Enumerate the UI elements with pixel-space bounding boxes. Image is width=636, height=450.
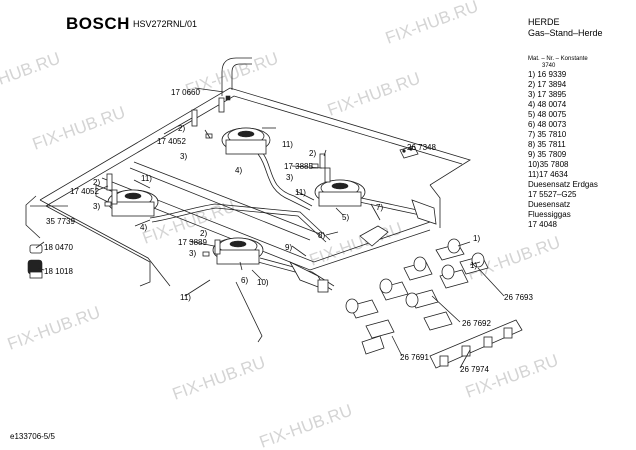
watermark: FIX-HUB.RU — [325, 69, 423, 120]
parts-table-constant: 3740 — [542, 63, 556, 69]
watermark: FIX-HUB.RU — [383, 0, 481, 48]
callout-label: 11) — [180, 293, 191, 302]
leader-lines — [30, 87, 505, 369]
callout-label: 2) — [309, 149, 316, 158]
parts-row: 9) 35 7809 — [528, 150, 567, 159]
callout-label: 26 7348 — [407, 143, 436, 152]
burner-bottom — [212, 237, 264, 265]
parts-row: Duesensatz — [528, 200, 571, 209]
callout-label: 17 4052 — [70, 187, 99, 196]
callout-label: 3) — [286, 173, 293, 182]
parts-row: 11)17 4634 — [528, 170, 568, 179]
callout-label: 2) — [200, 229, 207, 238]
callout-label: 2) — [93, 178, 100, 187]
category-title: HERDE — [528, 17, 560, 27]
callout-label: 17 3889 — [178, 238, 207, 247]
watermark: FIX-HUB.RU — [5, 303, 103, 354]
burner-frame — [39, 57, 471, 343]
callout-label: 11) — [141, 174, 152, 183]
callout-label: 26 7693 — [504, 293, 533, 302]
callout-label: 26 7691 — [400, 353, 429, 362]
parts-row: 17 4048 — [528, 220, 557, 229]
callout-label: 18 1018 — [44, 267, 73, 276]
thermo-sensor — [25, 195, 43, 279]
category-subtitle: Gas–Stand–Herde — [528, 28, 603, 38]
callout-label: 11) — [282, 140, 293, 149]
callout-label: 26 7692 — [462, 319, 491, 328]
brand-logo: BOSCH — [66, 14, 130, 33]
callout-label: 10) — [257, 278, 269, 287]
callout-label: 7) — [376, 203, 383, 212]
callout-label: 3) — [180, 152, 187, 161]
watermark: FIX-HUB.RU — [0, 49, 63, 100]
watermark: FIX-HUB.RU — [257, 401, 355, 450]
parts-row: 6) 48 0073 — [528, 120, 567, 129]
callout-label: 3) — [189, 249, 196, 258]
parts-row: Duesensatz Erdgas — [528, 180, 598, 189]
watermark: FIX-HUB.RU — [463, 351, 561, 402]
watermark: FIX-HUB.RU — [30, 103, 128, 154]
parts-table-header: Mat. – Nr. – Konstante — [528, 56, 588, 62]
watermark: FIX-HUB.RU — [307, 219, 405, 270]
parts-row: 17 5527–G25 — [528, 190, 577, 199]
gas-taps — [345, 238, 523, 369]
category-block: HERDE Gas–Stand–Herde — [528, 17, 603, 39]
parts-row: 1) 16 9339 — [528, 70, 567, 79]
burner-left — [107, 189, 159, 217]
callout-label: 3) — [93, 202, 100, 211]
callout-label: 17 3885 — [284, 162, 313, 171]
parts-table: Mat. – Nr. – Konstante 3740 1) 16 9339 2… — [528, 56, 598, 230]
parts-row: 2) 17 3894 — [528, 80, 567, 89]
callout-label: 18 0470 — [44, 243, 73, 252]
callout-label: 35 7739 — [46, 217, 75, 226]
document-code: e133706-5/5 — [10, 432, 55, 441]
callout-label: 17 0660 — [171, 88, 200, 97]
callout-label: 2) — [178, 124, 185, 133]
parts-row: 3) 17 3895 — [528, 90, 567, 99]
parts-row: Fluessiggas — [528, 210, 571, 219]
callout-label: 26 7974 — [460, 365, 489, 374]
callout-label: 1) — [473, 234, 480, 243]
burner-top-left — [221, 127, 271, 155]
callout-label: 8) — [318, 231, 325, 240]
watermark-layer: FIX-HUB.RU FIX-HUB.RU FIX-HUB.RU FIX-HUB… — [0, 0, 563, 450]
callout-label: 11) — [295, 188, 306, 197]
callout-label: 1) — [470, 261, 477, 270]
callout-label: 17 4052 — [157, 137, 186, 146]
parts-row: 4) 48 0074 — [528, 100, 567, 109]
watermark: FIX-HUB.RU — [170, 353, 268, 404]
callout-label: 6) — [241, 276, 248, 285]
parts-row: 5) 48 0075 — [528, 110, 567, 119]
burner-right — [314, 179, 366, 207]
ignition-plugs — [104, 95, 331, 257]
parts-row: 10)35 7808 — [528, 160, 569, 169]
parts-row: 8) 35 7811 — [528, 140, 566, 149]
callout-label: 9) — [285, 243, 292, 252]
callout-label: 4) — [235, 166, 242, 175]
model-number: HSV272RNL/01 — [133, 19, 198, 29]
callout-label: 5) — [342, 213, 349, 222]
callouts: 17 0660 2) 17 4052 3) 11) 4) 11) 2) 17 4… — [44, 88, 533, 374]
parts-row: 7) 35 7810 — [528, 130, 567, 139]
callout-label: 4) — [140, 223, 147, 232]
